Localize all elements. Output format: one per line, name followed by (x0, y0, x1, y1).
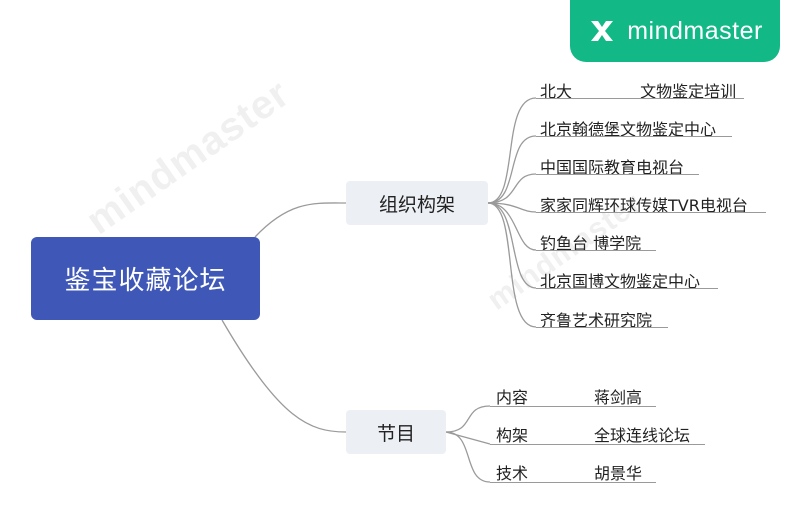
leaf-underline (536, 212, 766, 213)
program-leaf-value[interactable]: 蒋剑高 (594, 388, 643, 407)
leaf-underline (490, 444, 705, 445)
leaf-underline (536, 174, 699, 175)
mindmaster-brand-badge: mindmaster (570, 0, 780, 62)
program-leaf-value[interactable]: 全球连线论坛 (594, 426, 691, 445)
leaf-underline (536, 98, 744, 99)
root-topic-label: 鉴宝收藏论坛 (64, 266, 227, 296)
program-leaf-key: 构架 (496, 426, 529, 445)
org-leaf-label: 北京翰德堡文物鉴定中心 (540, 120, 717, 139)
org-leaf-item[interactable]: 齐鲁艺术研究院 (540, 307, 652, 331)
org-leaf-label: 文物鉴定培训 (640, 82, 737, 101)
leaf-underline (536, 136, 732, 137)
program-leaf-value[interactable]: 胡景华 (594, 464, 643, 483)
leaf-underline (490, 482, 656, 483)
org-leaf-item[interactable]: 中国国际教育电视台 (540, 154, 684, 178)
root-topic[interactable]: 鉴宝收藏论坛 (31, 237, 260, 320)
mindmaster-logo-icon (591, 21, 614, 41)
branch-program-label: 节目 (376, 422, 415, 445)
leaf-underline (536, 288, 718, 289)
org-leaf-label: 北大 (540, 82, 573, 101)
leaf-underline (536, 327, 668, 328)
branch-program[interactable]: 节目 (346, 410, 446, 454)
leaf-underline (490, 406, 656, 407)
branch-organization-label: 组织构架 (378, 193, 455, 216)
org-leaf-item[interactable]: 北大 文物鉴定培训 (540, 78, 736, 102)
org-leaf-item[interactable]: 北京国博文物鉴定中心 (540, 268, 700, 292)
branch-organization[interactable]: 组织构架 (346, 181, 488, 225)
org-leaf-label: 北京国博文物鉴定中心 (540, 272, 701, 291)
org-leaf-item[interactable]: 钓鱼台 博学院 (540, 230, 641, 254)
org-leaf-item[interactable]: 家家同辉环球传媒TVR电视台 (540, 192, 748, 216)
org-leaf-item[interactable]: 北京翰德堡文物鉴定中心 (540, 116, 716, 140)
org-leaf-label: 钓鱼台 博学院 (540, 234, 642, 253)
org-leaf-label: 中国国际教育电视台 (540, 158, 685, 177)
program-leaf-key: 内容 (496, 388, 529, 407)
org-leaf-label: 齐鲁艺术研究院 (540, 311, 653, 330)
program-leaf-key: 技术 (496, 464, 529, 483)
org-leaf-label: 家家同辉环球传媒TVR电视台 (540, 196, 748, 215)
leaf-underline (536, 250, 656, 251)
brand-name: mindmaster (627, 16, 763, 45)
